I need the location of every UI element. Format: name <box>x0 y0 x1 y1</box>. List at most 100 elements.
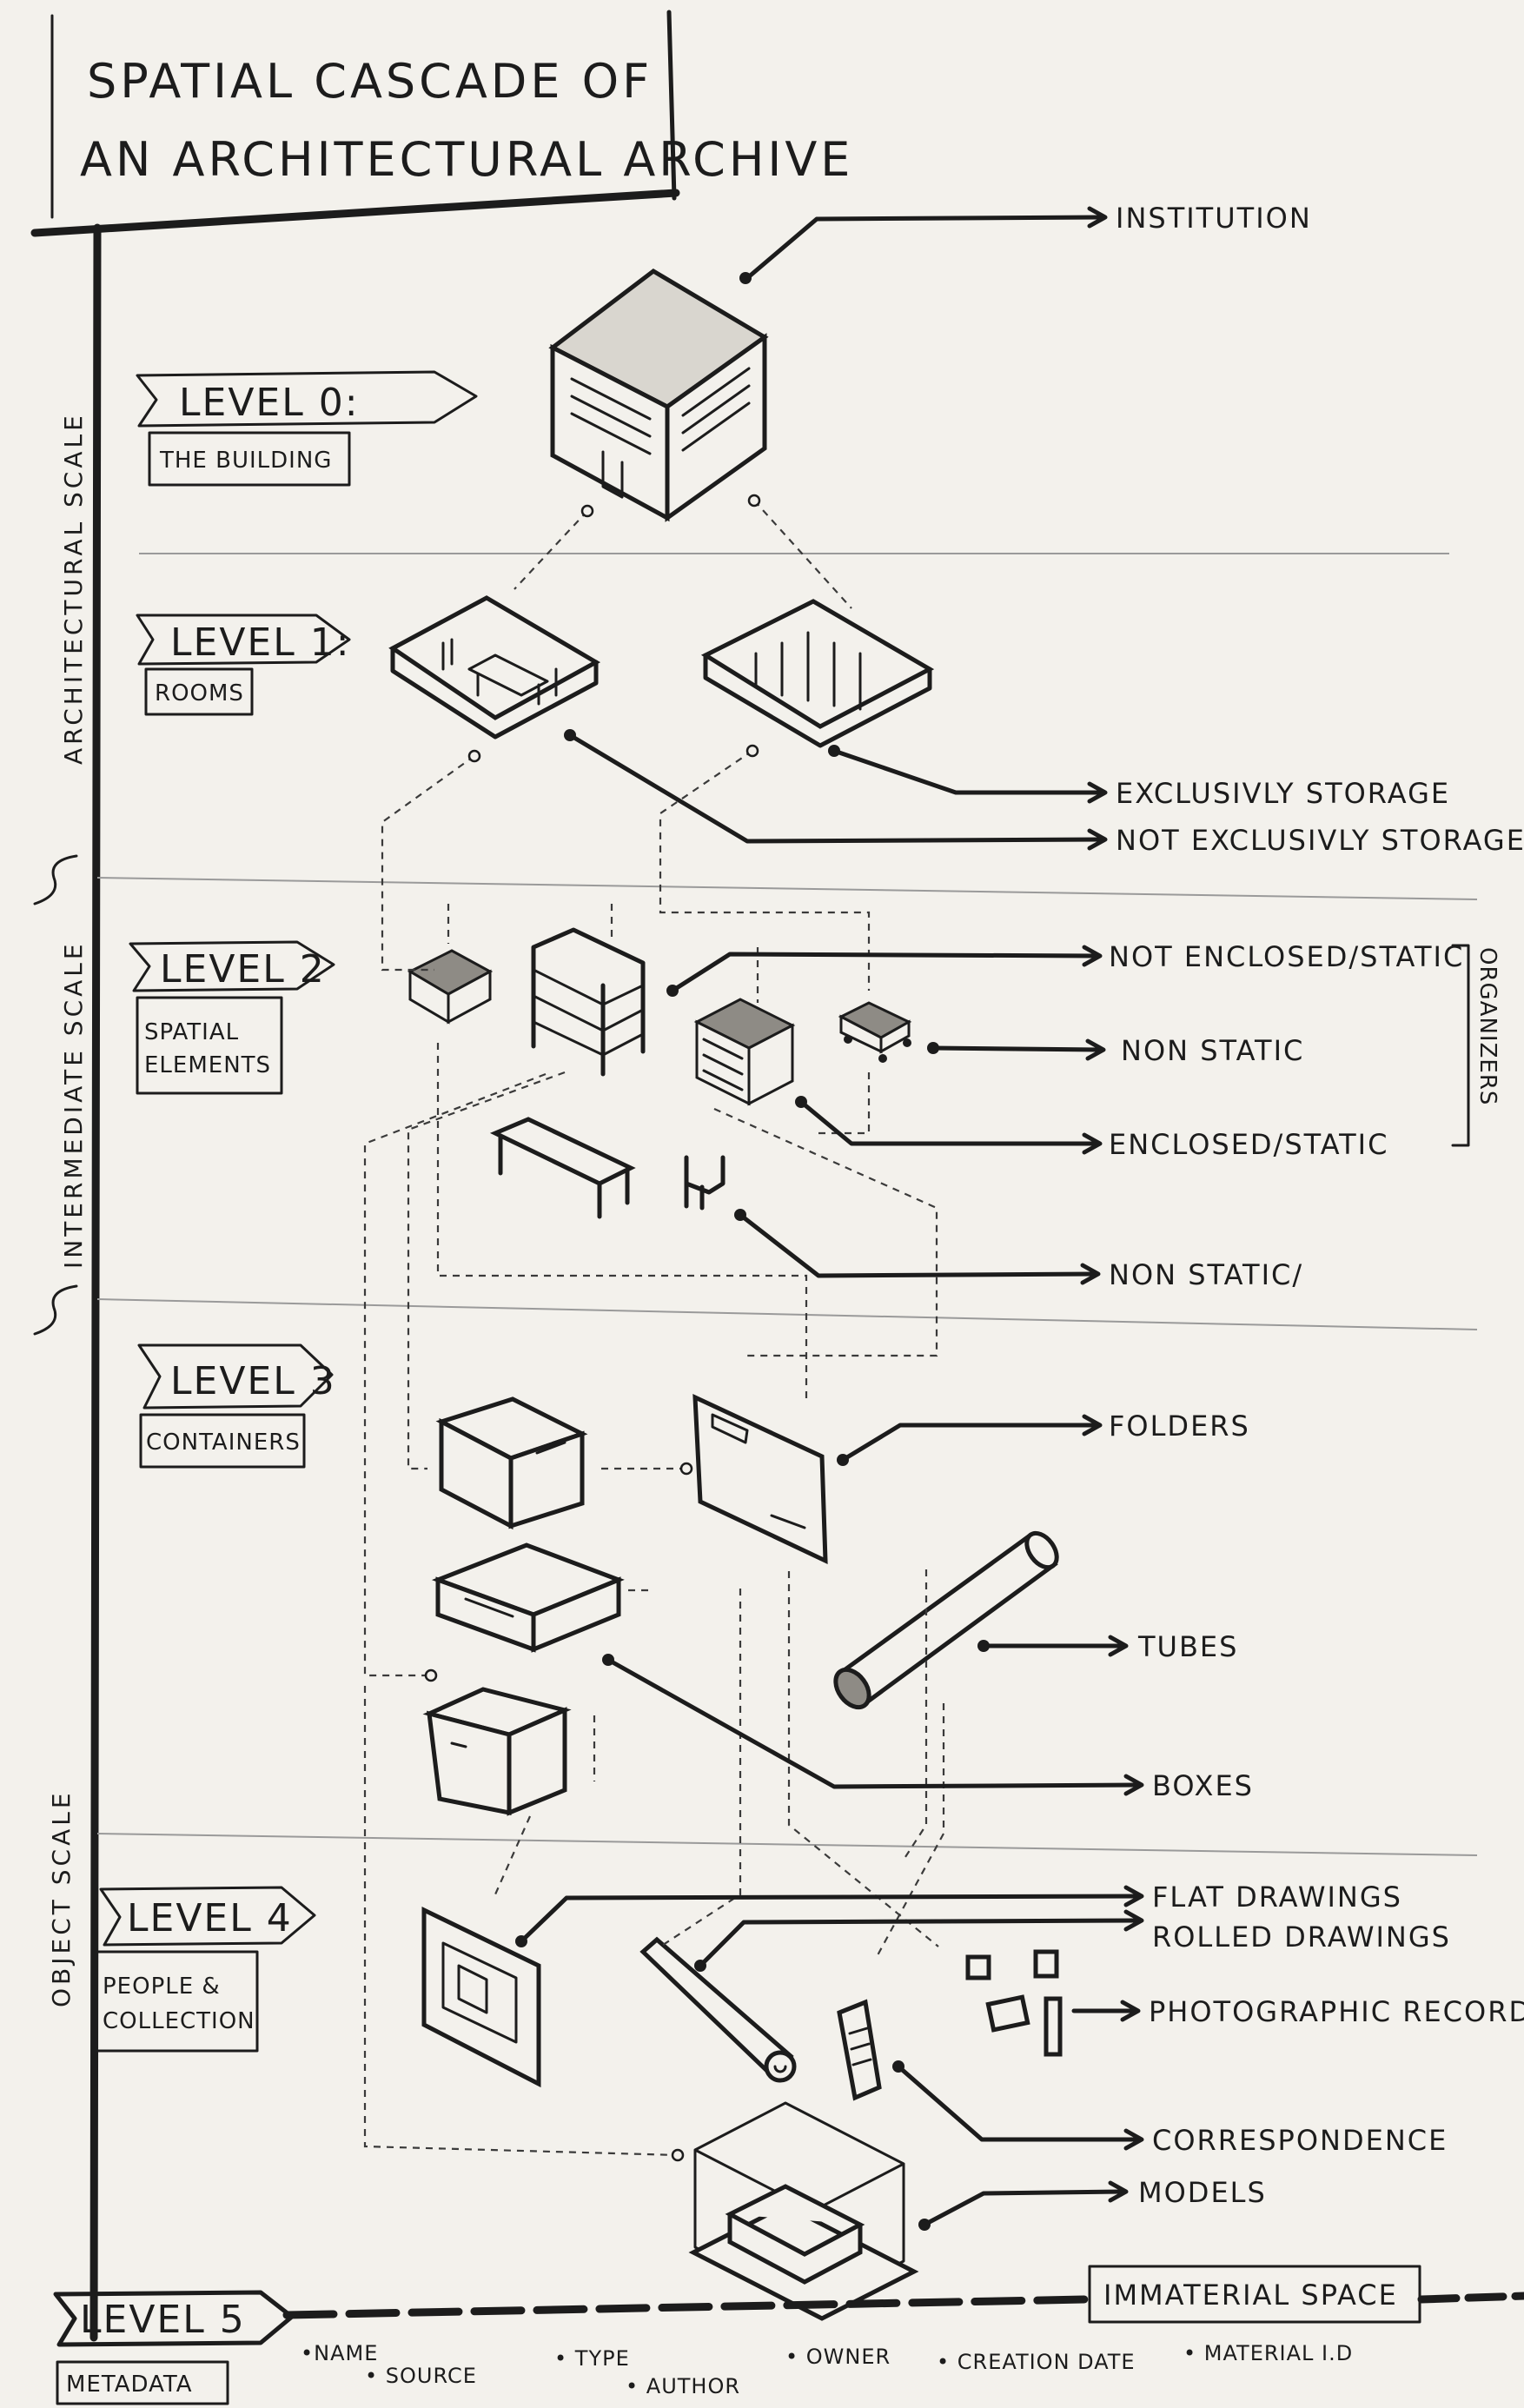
immaterial-space-label: IMMATERIAL SPACE <box>1103 2279 1398 2312</box>
chair-frame <box>686 1158 723 1208</box>
dot-correspondence <box>892 2060 904 2073</box>
dot-cart <box>927 1042 939 1054</box>
shelving-unit-icon <box>533 930 643 1074</box>
intermediate-scale-label: INTERMEDIATE SCALE <box>59 940 88 1269</box>
level-0-tag: LEVEL 0: THE BUILDING <box>137 372 476 485</box>
photo-3 <box>988 1997 1027 2030</box>
cart-wheel-2 <box>878 1054 887 1063</box>
leader-lines <box>521 217 1138 2225</box>
dot-rolled-drawing <box>694 1960 706 1972</box>
label-correspondence: CORRESPONDENCE <box>1152 2124 1448 2157</box>
dot-institution <box>739 272 752 284</box>
dash-box-flatdrawing <box>495 1816 530 1894</box>
scale-markers: ARCHITECTURAL SCALE INTERMEDIATE SCALE O… <box>35 412 88 2007</box>
label-exclusively-storage: EXCLUSIVLY STORAGE <box>1116 777 1450 810</box>
dot-chair <box>734 1209 746 1221</box>
leader-rolled-drawings <box>700 1920 1138 1966</box>
dot-tube <box>977 1640 990 1652</box>
box-flat-icon <box>438 1545 619 1649</box>
metadata-owner: • OWNER <box>785 2345 891 2369</box>
filing-cabinet-icon <box>697 999 792 1104</box>
odot-folder <box>681 1463 692 1474</box>
level-1-label: LEVEL 1: <box>170 620 351 665</box>
odot-building-left <box>582 506 593 516</box>
leader-enclosed-static <box>801 1102 1097 1144</box>
level-4-label: LEVEL 4 <box>127 1896 293 1940</box>
level-2-sub-1: SPATIAL <box>144 1019 239 1045</box>
metadata-material-id: • MATERIAL I.D <box>1183 2341 1353 2365</box>
label-not-exclusively-storage: NOT EXCLUSIVLY STORAGE <box>1116 824 1524 857</box>
photo-1 <box>968 1957 989 1978</box>
bracket-arch-intermediate <box>35 856 76 904</box>
immaterial-dashed-line <box>287 2299 1086 2315</box>
room-1-icon <box>393 598 596 737</box>
category-labels: INSTITUTION EXCLUSIVLY STORAGE NOT EXCLU… <box>1109 202 1524 2209</box>
level-2-sub-box <box>137 998 282 1093</box>
separator-1-2 <box>97 878 1477 899</box>
photo-strip <box>1046 1999 1060 2054</box>
dash-cabinet-folder <box>714 1109 937 1356</box>
immaterial-dashed-line-end <box>1421 2296 1524 2299</box>
cart-icon <box>841 1003 911 1063</box>
dot-room1 <box>564 729 576 741</box>
organizers-label: ORGANIZERS <box>1474 947 1501 1105</box>
box-upright-icon <box>429 1689 565 1813</box>
drawer-unit-small-icon <box>410 951 490 1022</box>
connection-dots <box>426 272 990 2231</box>
label-models: MODELS <box>1138 2176 1267 2209</box>
dot-boxes <box>602 1654 614 1666</box>
dot-shelving <box>666 985 679 997</box>
level-5-label: LEVEL 5 <box>80 2298 246 2342</box>
label-folders: FOLDERS <box>1109 1410 1250 1443</box>
leader-folders <box>843 1425 1097 1460</box>
label-boxes: BOXES <box>1152 1769 1254 1802</box>
separator-2-3 <box>97 1299 1477 1330</box>
level-2-sub-2: ELEMENTS <box>144 1052 271 1078</box>
dot-flat-drawing <box>515 1935 527 1947</box>
shelving-shelves <box>533 970 643 1055</box>
leader-correspondence <box>898 2066 1138 2139</box>
label-non-static-2: NON STATIC/ <box>1109 1258 1303 1291</box>
label-not-enclosed-static: NOT ENCLOSED/STATIC <box>1109 940 1464 973</box>
chair-icon <box>686 1158 723 1208</box>
level-4-sub-box <box>96 1952 257 2051</box>
organizers-group: ORGANIZERS <box>1453 945 1501 1145</box>
label-photographic-records: PHOTOGRAPHIC RECORDS <box>1149 1995 1524 2028</box>
odot-box-flat <box>426 1670 436 1681</box>
table-icon <box>495 1119 631 1217</box>
dash-building-room1 <box>514 511 587 589</box>
level-1-tag: LEVEL 1: ROOMS <box>137 615 351 714</box>
level-3-label: LEVEL 3 <box>170 1359 336 1403</box>
letter-sheet <box>839 2002 879 2098</box>
table-top <box>495 1119 631 1184</box>
dot-folder <box>837 1454 849 1466</box>
label-flat-drawings: FLAT DRAWINGS <box>1152 1881 1402 1914</box>
architectural-scale-label: ARCHITECTURAL SCALE <box>59 412 88 765</box>
label-non-static: NON STATIC <box>1121 1034 1304 1067</box>
level-2-tag: LEVEL 2 SPATIAL ELEMENTS <box>130 942 334 1093</box>
metadata-creation-date: • CREATION DATE <box>937 2350 1136 2374</box>
leader-non-static <box>933 1048 1100 1050</box>
leader-not-enclosed-static <box>673 954 1097 991</box>
level-2-label: LEVEL 2 <box>160 947 326 992</box>
room-2-icon <box>706 601 930 746</box>
metadata-name: •NAME <box>301 2341 378 2365</box>
dashed-connectors <box>365 501 944 2155</box>
rolled-drawing-body <box>643 1940 791 2075</box>
cart-wheel-3 <box>903 1038 911 1047</box>
dot-room2 <box>828 745 840 757</box>
building-icon <box>553 271 765 518</box>
tube-icon <box>829 1528 1063 1714</box>
separator-3-4 <box>97 1834 1477 1855</box>
rolled-drawing-end <box>766 2053 794 2080</box>
level-5-sub: METADATA <box>66 2372 193 2398</box>
arrow-heads <box>1083 209 1142 2200</box>
organizers-bracket <box>1453 945 1468 1145</box>
leader-exclusively-storage <box>834 751 1102 793</box>
folder-icon <box>695 1397 825 1561</box>
title-bottom-rule <box>35 193 676 233</box>
level-0-sub: THE BUILDING <box>159 448 332 474</box>
object-scale-label: OBJECT SCALE <box>47 1789 76 2007</box>
